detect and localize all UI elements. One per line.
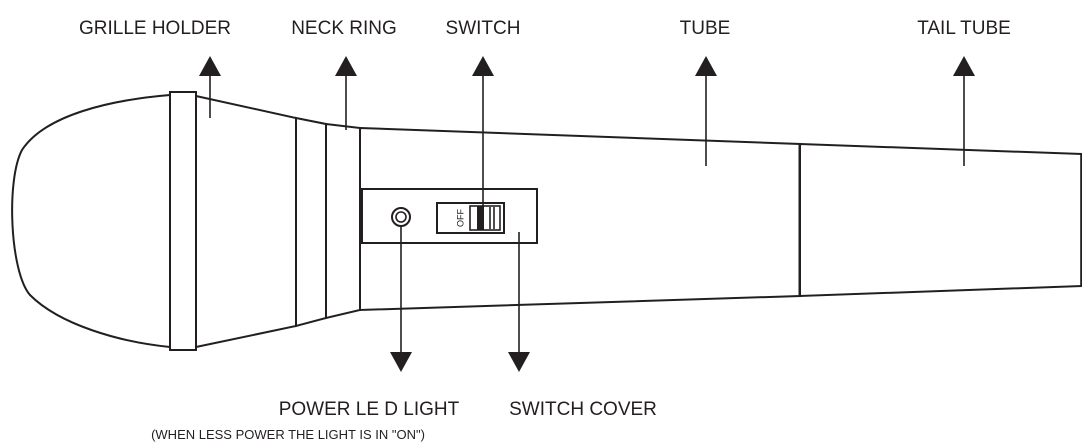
grille-holder-body [195, 94, 297, 349]
tail-tube-body [799, 142, 1082, 298]
grille-holder-arrowhead [199, 56, 221, 76]
switch-cover-arrowhead [508, 352, 530, 372]
power-led-arrowhead [390, 352, 412, 372]
neck-ring-label: NECK RING [291, 18, 397, 39]
power-led-inner [395, 211, 407, 223]
switch-label: SWITCH [446, 18, 521, 39]
grille-head [11, 93, 171, 349]
tube-label: TUBE [680, 18, 731, 39]
tube-arrowhead [695, 56, 717, 76]
power-led-label: POWER LE D LIGHT [279, 399, 460, 420]
grille-holder-label: GRILLE HOLDER [79, 18, 231, 39]
grille-holder-ring [169, 91, 197, 351]
neck-taper [325, 122, 361, 320]
switch-cover-label: SWITCH COVER [509, 399, 657, 420]
tail-tube-arrowhead [953, 56, 975, 76]
power-led-note: (WHEN LESS POWER THE LIGHT IS IN "ON") [151, 427, 425, 442]
tail-tube-label: TAIL TUBE [917, 18, 1011, 39]
switch-knob [477, 206, 484, 230]
switch-off-label: OFF [455, 209, 465, 227]
switch-arrowhead [472, 56, 494, 76]
neck-ring-arrowhead [335, 56, 357, 76]
neck-ring [295, 116, 327, 328]
switch-slot [469, 205, 501, 231]
